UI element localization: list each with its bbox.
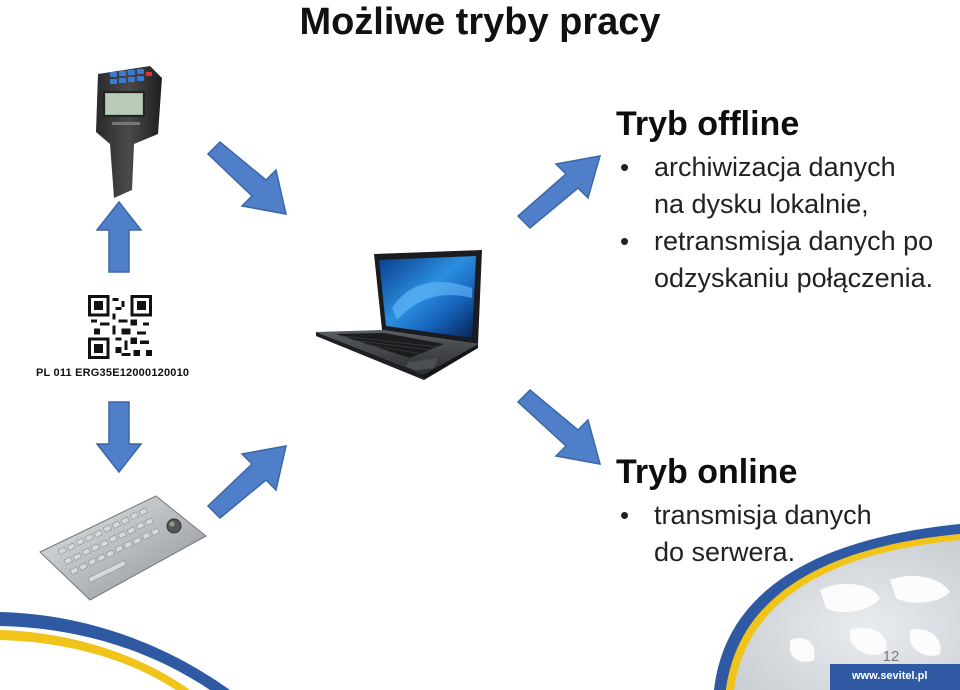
arrow-diagonal-down-right-icon: [204, 140, 290, 218]
slide-title: Możliwe tryby pracy: [299, 1, 661, 43]
footer-swoosh-left: [0, 600, 330, 690]
bullet-line: do serwera.: [654, 537, 796, 567]
arrow-down-icon: [95, 400, 143, 474]
footer-website-url[interactable]: www.sevitel.pl: [852, 670, 928, 682]
handheld-scanner-icon: [88, 60, 168, 202]
arrow-diagonal-up-right-icon: [204, 442, 290, 520]
online-mode-bullets: transmisja danych do serwera.: [614, 497, 954, 571]
bullet-line: transmisja danych: [654, 500, 872, 530]
laptop-icon: [312, 248, 488, 388]
arrow-up-icon: [95, 200, 143, 274]
qr-code-icon: [88, 295, 152, 359]
arrow-to-offline-icon: [514, 152, 604, 232]
page-number: 12: [882, 648, 900, 665]
bullet-line: na dysku lokalnie,: [654, 189, 869, 219]
metal-keyboard-icon: [38, 492, 208, 604]
offline-bullet-archiving: archiwizacja danych na dysku lokalnie,: [614, 149, 960, 223]
offline-mode-bullets: archiwizacja danych na dysku lokalnie, r…: [614, 149, 960, 297]
world-map-icon: [700, 520, 960, 690]
online-mode-heading: Tryb online: [616, 453, 798, 491]
arrow-to-online-icon: [514, 388, 604, 468]
online-bullet-transmission: transmisja danych do serwera.: [614, 497, 954, 571]
bullet-line: archiwizacja danych: [654, 152, 896, 182]
offline-mode-heading: Tryb offline: [616, 105, 800, 143]
bullet-line: odzyskaniu połączenia.: [654, 263, 934, 293]
qr-code-caption: PL 011 ERG35E12000120010: [36, 367, 190, 379]
bullet-line: retransmisja danych po: [654, 226, 934, 256]
offline-bullet-retransmission: retransmisja danych po odzyskaniu połącz…: [614, 223, 960, 297]
